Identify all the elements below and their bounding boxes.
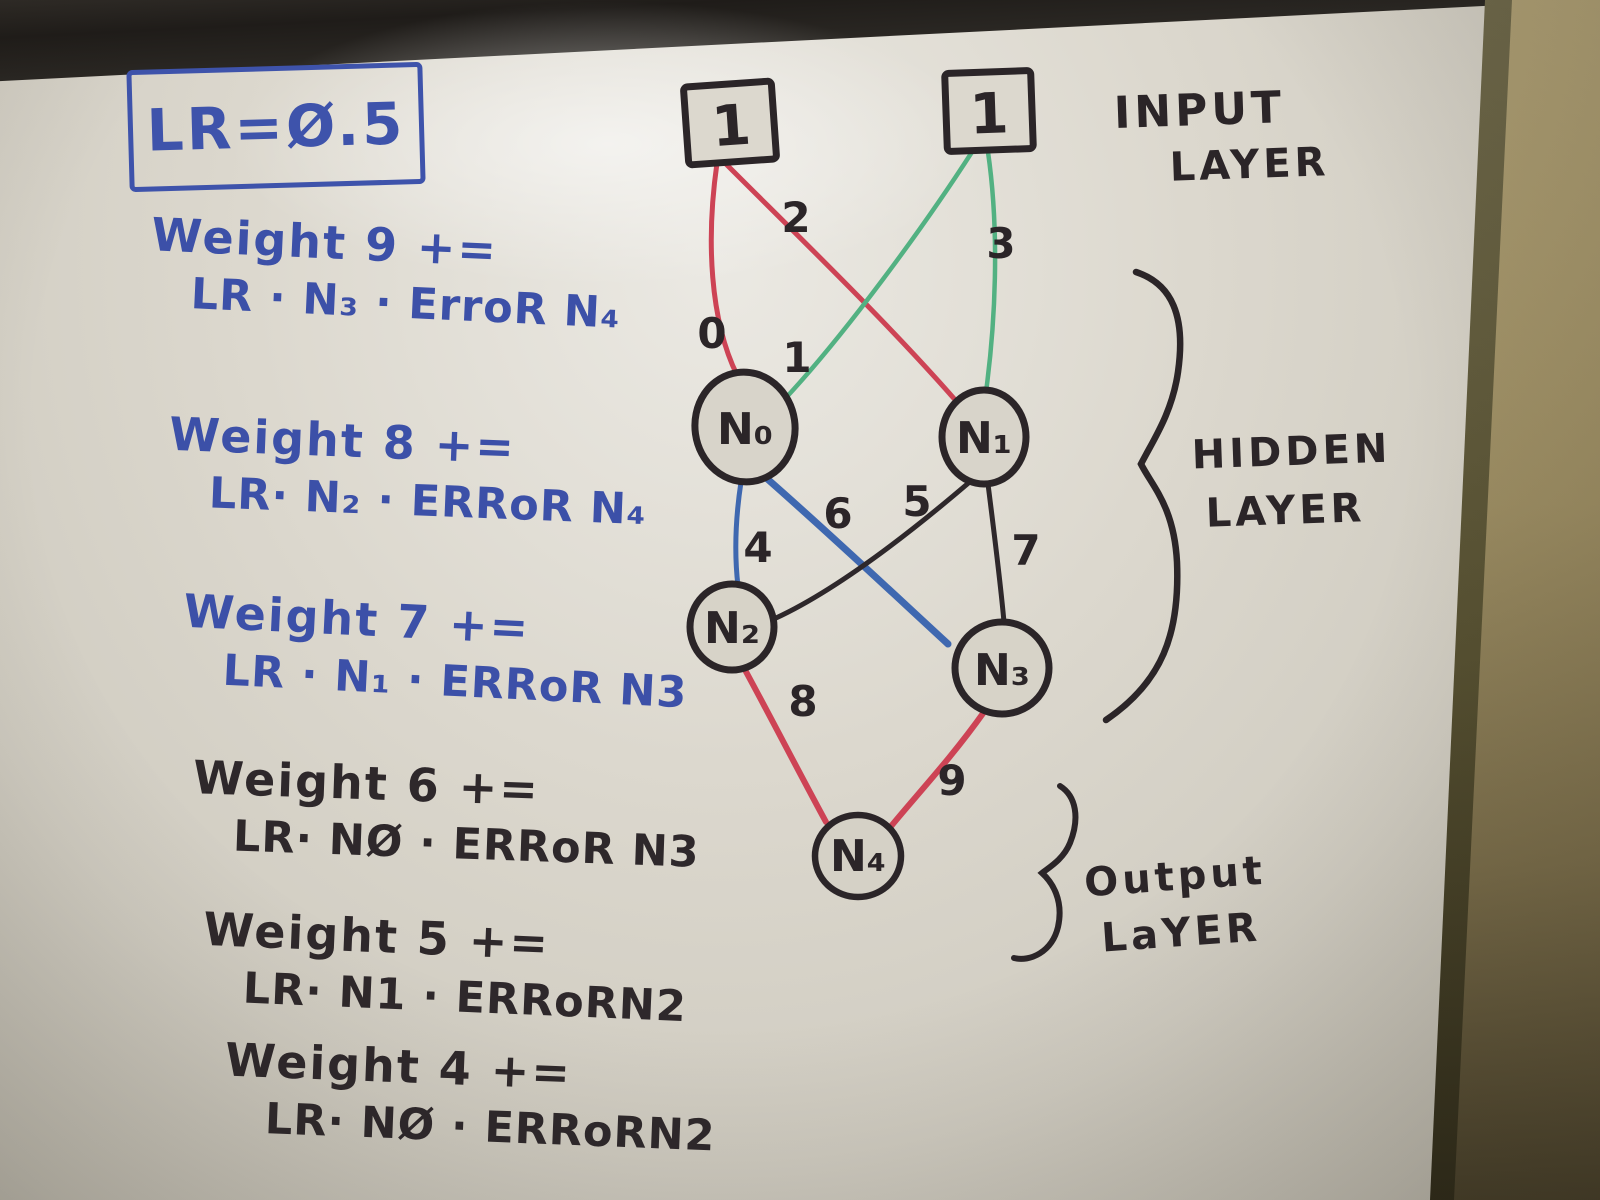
node-n3-label: N₃ [974, 645, 1030, 696]
hidden-layer-label-line1: HIDDEN [1191, 426, 1392, 479]
edge-6-line [760, 472, 952, 648]
node-n4 [811, 811, 905, 901]
edge-3-line [983, 149, 998, 395]
edge-0-line [708, 160, 740, 378]
hidden-layer-label-line2: LAYER [1205, 485, 1366, 537]
output-layer-label-line2: LaYER [1100, 905, 1262, 962]
input-layer-label-line1: INPUT [1113, 82, 1286, 139]
weight-label-9: 9 [937, 756, 966, 805]
node-n1 [938, 386, 1030, 488]
weight-label-6: 6 [823, 489, 852, 538]
output-layer-brace [1011, 783, 1079, 962]
edge-1-line [779, 149, 975, 405]
input-node-left-value: 1 [710, 93, 753, 161]
weight-label-1: 1 [782, 333, 811, 382]
weight-label-0: 0 [697, 309, 726, 358]
weight-label-3: 3 [986, 219, 1015, 268]
edge-5-line [773, 477, 975, 621]
node-n0-label: N₀ [717, 404, 773, 455]
input-node-right-value: 1 [969, 81, 1010, 147]
edge-7-line [985, 481, 1007, 625]
weight-label-8: 8 [788, 677, 817, 726]
node-n1-label: N₁ [956, 413, 1012, 464]
weight-label-5: 5 [902, 477, 931, 526]
weight-label-4: 4 [743, 523, 772, 572]
node-n2 [686, 580, 778, 674]
input-node-left [680, 77, 780, 169]
weight-label-7: 7 [1011, 526, 1040, 575]
output-layer-label-line1: Output [1083, 848, 1268, 907]
edge-8-line [741, 665, 829, 825]
node-n0 [691, 368, 799, 486]
node-n2-label: N₂ [704, 603, 760, 654]
edge-4-line [733, 479, 744, 589]
hidden-layer-brace [1102, 268, 1184, 724]
node-n4-label: N₄ [830, 831, 886, 882]
edge-9-line [885, 709, 987, 833]
node-n3 [951, 618, 1053, 718]
edge-2-line [723, 161, 960, 405]
input-node-right [941, 67, 1037, 155]
weight-label-2: 2 [781, 193, 810, 242]
input-layer-label-line2: LAYER [1169, 139, 1330, 191]
